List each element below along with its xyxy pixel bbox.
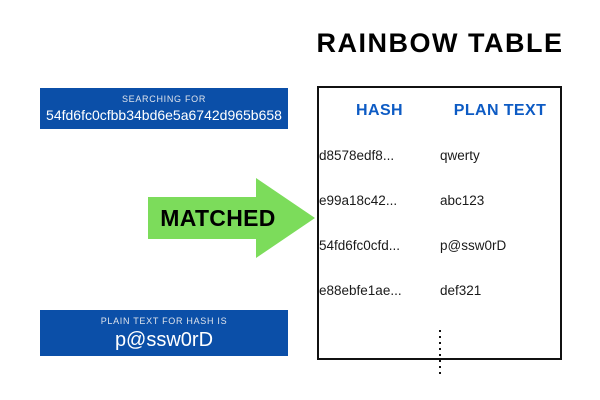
- cell-hash: e99a18c42...: [319, 193, 398, 208]
- vertical-ellipsis-icon: [319, 313, 560, 379]
- cell-hash: 54fd6fc0cfd...: [319, 238, 401, 253]
- table-row: e88ebfe1ae... def321: [319, 268, 560, 313]
- cell-hash: d8578edf8...: [319, 148, 395, 163]
- matched-arrow-label: MATCHED: [160, 204, 276, 231]
- column-header-plain-text: PLAN TEXT: [453, 101, 547, 119]
- cell-plain-text: qwerty: [440, 148, 480, 163]
- table-row: d8578edf8... qwerty: [319, 133, 560, 178]
- table-row: e99a18c42... abc123: [319, 178, 560, 223]
- rainbow-table: HASH PLAN TEXT d8578edf8... qwerty e99a1…: [317, 86, 562, 374]
- arrow-right-icon: [148, 178, 315, 258]
- plain-text-result-panel: PLAIN TEXT FOR HASH IS p@ssw0rD: [40, 310, 288, 356]
- searching-for-hash-value: 54fd6fc0cfbb34bd6e5a6742d965b658: [46, 107, 282, 123]
- table-row-continuation: [319, 313, 560, 379]
- plain-text-result-caption: PLAIN TEXT FOR HASH IS: [100, 315, 228, 326]
- table-row-matched: 54fd6fc0cfd... p@ssw0rD: [319, 223, 560, 268]
- cell-plain-text: p@ssw0rD: [440, 238, 507, 253]
- searching-for-caption: SEARCHING FOR: [121, 94, 207, 104]
- cell-plain-text: abc123: [440, 193, 485, 208]
- plain-text-result-value: p@ssw0rD: [114, 328, 214, 351]
- matched-arrow: MATCHED: [148, 176, 315, 260]
- searching-for-panel: SEARCHING FOR 54fd6fc0cfbb34bd6e5a6742d9…: [40, 88, 288, 129]
- column-header-hash: HASH: [356, 101, 403, 119]
- table-header-row: HASH PLAN TEXT: [319, 88, 560, 133]
- cell-plain-text: def321: [440, 283, 482, 298]
- page-title: RAINBOW TABLE: [316, 28, 564, 58]
- cell-hash: e88ebfe1ae...: [319, 283, 402, 298]
